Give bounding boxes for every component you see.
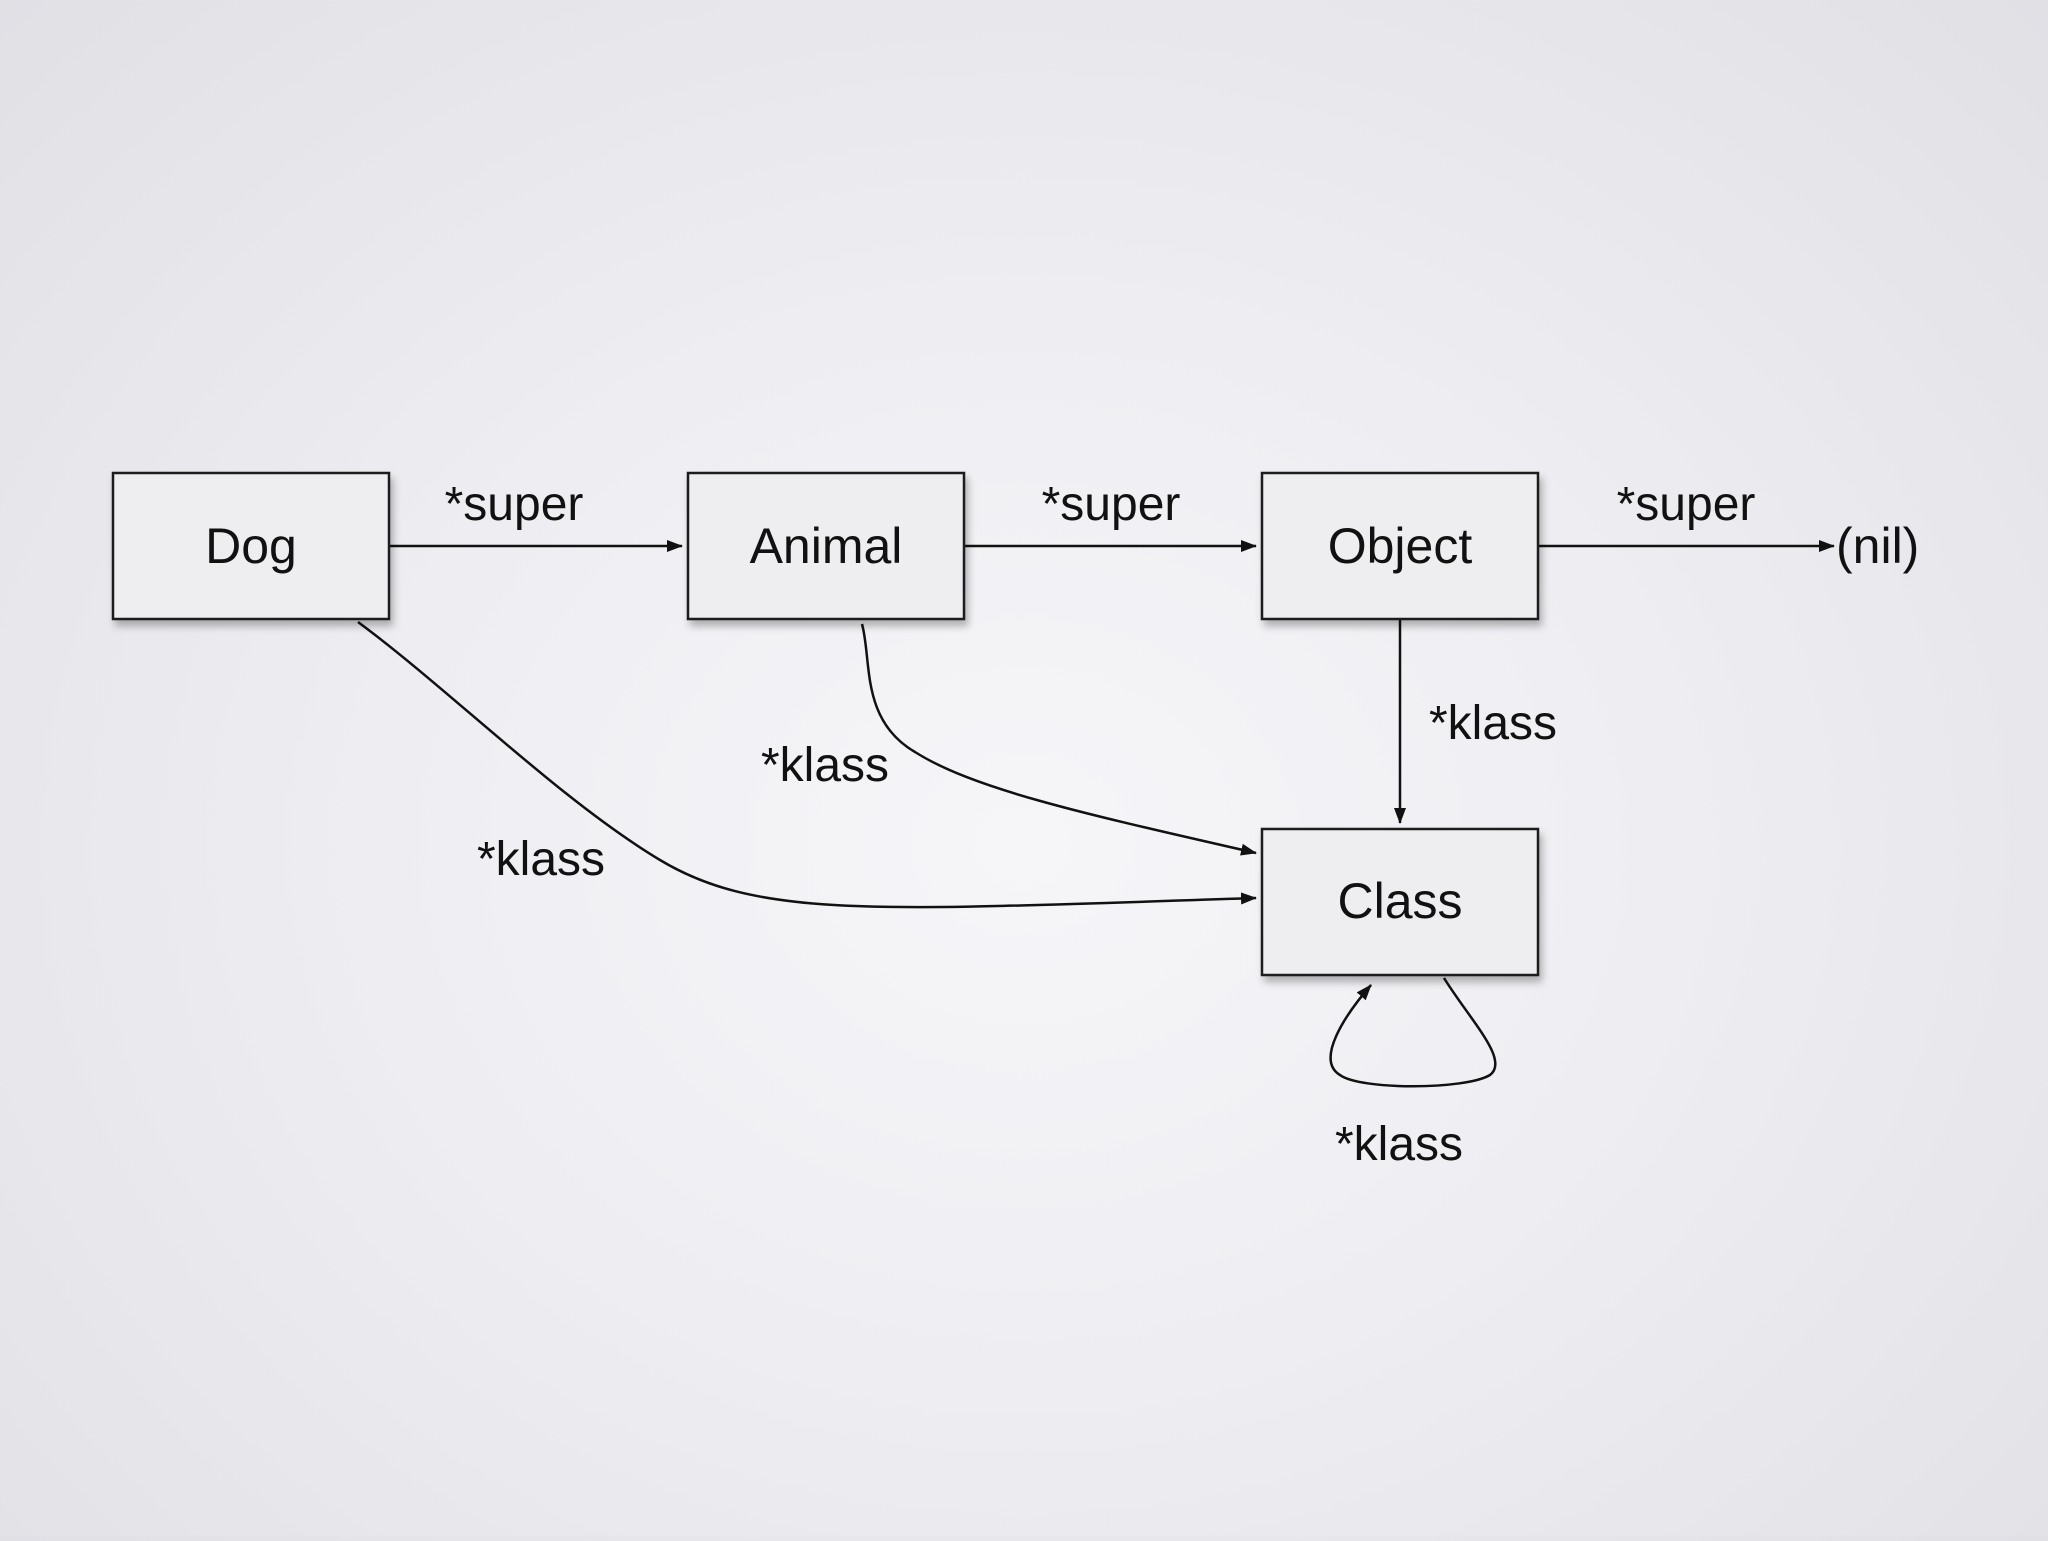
- edge-dog-super-label: *super: [445, 478, 584, 531]
- node-class: Class: [1260, 827, 1540, 977]
- edge-object-klass-label: *klass: [1429, 697, 1557, 750]
- edge-dog-klass-label: *klass: [477, 833, 605, 886]
- node-dog: Dog: [111, 471, 391, 621]
- node-object: Object: [1260, 471, 1540, 621]
- edge-object-super-label: *super: [1617, 478, 1756, 531]
- edge-class-klass-label: *klass: [1335, 1118, 1463, 1171]
- node-animal-label: Animal: [750, 518, 903, 574]
- node-animal: Animal: [686, 471, 966, 621]
- edge-animal-klass-arrow: [860, 623, 1257, 856]
- edge-animal-super-label: *super: [1042, 478, 1181, 531]
- terminal-nil-label: (nil): [1836, 518, 1919, 574]
- node-class-label: Class: [1337, 873, 1462, 929]
- edge-animal-klass-label: *klass: [761, 739, 889, 792]
- edge-class-klass-loop-arrow: [1329, 977, 1497, 1088]
- node-dog-label: Dog: [205, 518, 297, 574]
- node-object-label: Object: [1328, 518, 1473, 574]
- edge-dog-klass-arrow: [357, 620, 1257, 909]
